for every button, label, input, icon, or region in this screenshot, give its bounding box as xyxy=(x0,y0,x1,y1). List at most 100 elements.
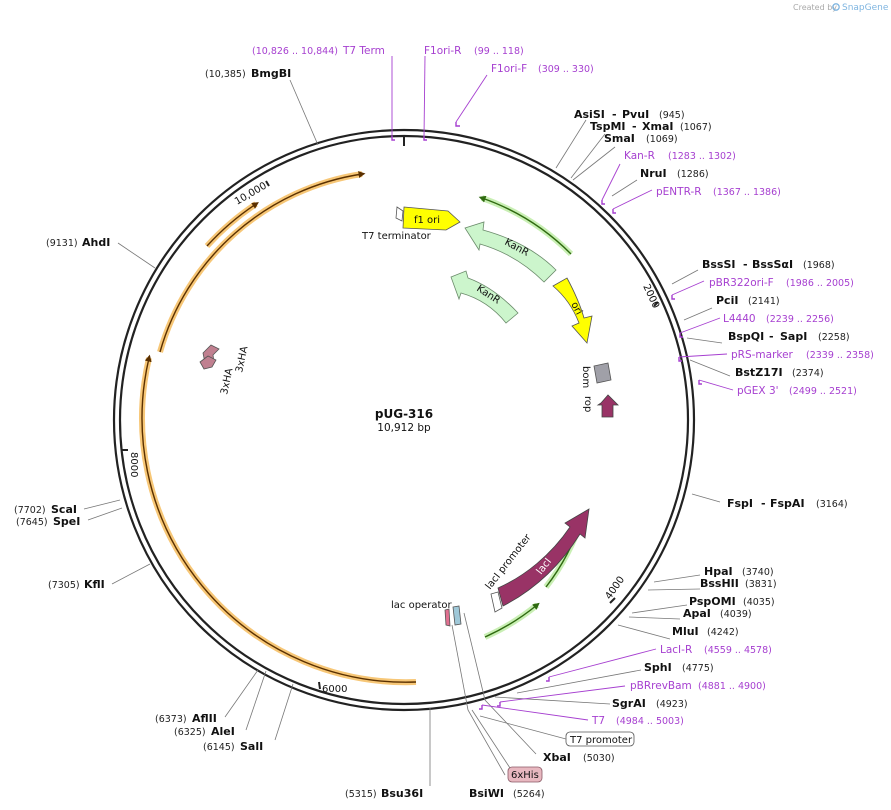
annotation-boxes: T7 promoter 6xHis xyxy=(471,709,635,783)
primer-laci-r[interactable]: LacI-R (4559 .. 4578) xyxy=(660,644,772,656)
primer-pgex3[interactable]: pGEX 3' (2499 .. 2521) xyxy=(737,385,857,397)
primer-pentr-r[interactable]: pENTR-R (1367 .. 1386) xyxy=(656,186,781,198)
enzyme-name: ScaI xyxy=(51,503,77,516)
enzyme-position: (1968) xyxy=(803,260,835,271)
primer-pbrrevbam[interactable]: pBRrevBam (4881 .. 4900) xyxy=(630,680,766,692)
enzyme-bsu36i[interactable]: (5315) Bsu36I xyxy=(345,787,423,800)
primer-position: (4881 .. 4900) xyxy=(698,681,766,692)
primer-position: (2339 .. 2358) xyxy=(806,350,874,361)
primer-position: (4559 .. 4578) xyxy=(704,645,772,656)
primer-kan-r[interactable]: Kan-R (1283 .. 1302) xyxy=(624,150,736,162)
enzyme-sphi[interactable]: SphI (4775) xyxy=(644,661,714,674)
laci-promoter-feature[interactable] xyxy=(490,591,503,613)
enzyme-name: XbaI xyxy=(543,751,571,764)
plasmid-size: 10,912 bp xyxy=(377,422,431,434)
enzyme-name: BstZ17I xyxy=(735,366,783,379)
orf-arc-glow xyxy=(157,171,363,353)
enzyme-nrui[interactable]: NruI (1286) xyxy=(640,167,709,180)
enzyme-name: PciI xyxy=(716,294,738,307)
t7-terminator-label: T7 terminator xyxy=(361,231,432,242)
primer-t7[interactable]: T7 (4984 .. 5003) xyxy=(591,715,684,727)
enzyme-name: HpaI xyxy=(704,565,733,578)
tick-mark xyxy=(265,180,270,187)
enzyme-name: AsiSI xyxy=(574,108,605,121)
enzyme-kfli[interactable]: (7305) KflI xyxy=(48,578,105,591)
enzyme-name-2: SapI xyxy=(780,330,807,343)
tick-label: 2000 xyxy=(640,283,661,311)
enzyme-tspmi-xmai[interactable]: TspMI - XmaI (1067) xyxy=(590,120,712,133)
primer-name: T7 Term xyxy=(342,45,385,57)
rop-feature[interactable] xyxy=(596,394,619,418)
his-tag-label: 6xHis xyxy=(511,770,539,781)
enzyme-pspomi[interactable]: PspOMI (4035) xyxy=(689,595,775,608)
kanr-feature-1[interactable] xyxy=(464,221,557,283)
enzyme-separator: - xyxy=(632,120,637,133)
enzyme-fspi-fspai[interactable]: FspI - FspAI (3164) xyxy=(727,497,848,510)
enzyme-name: SpeI xyxy=(53,515,80,528)
enzyme-name-2: BssSαI xyxy=(752,258,793,271)
enzyme-smai[interactable]: SmaI (1069) xyxy=(604,132,678,145)
backbone xyxy=(112,128,696,712)
enzyme-apai[interactable]: ApaI (4039) xyxy=(683,607,752,620)
primer-name: T7 xyxy=(591,715,605,727)
primer-name: pRS-marker xyxy=(731,349,794,361)
enzyme-sali[interactable]: (6145) SalI xyxy=(203,740,263,753)
kanr-orf-arc xyxy=(478,195,572,255)
f1-ori-feature[interactable] xyxy=(402,206,461,231)
features: f1 ori T7 terminator KanR KanR ori bom r… xyxy=(199,206,619,627)
enzyme-name: AleI xyxy=(211,725,235,738)
enzyme-pcii[interactable]: PciI (2141) xyxy=(716,294,780,307)
tick-label: 8000 xyxy=(128,452,139,477)
plasmid-name: pUG-316 xyxy=(375,407,433,421)
primer-name: F1ori-R xyxy=(424,45,461,57)
primer-name: LacI-R xyxy=(660,644,692,656)
primer-name: pBRrevBam xyxy=(630,680,692,692)
enzyme-bstz17i[interactable]: BstZ17I (2374) xyxy=(735,366,824,379)
laci-feature[interactable] xyxy=(497,508,590,607)
enzyme-mlui[interactable]: MluI (4242) xyxy=(672,625,739,638)
enzyme-hpai[interactable]: HpaI (3740) xyxy=(704,565,774,578)
enzyme-position: (2374) xyxy=(792,368,824,379)
enzyme-spei[interactable]: (7645) SpeI xyxy=(16,515,80,528)
primer-name: L4440 xyxy=(723,313,756,325)
his-tag-box[interactable] xyxy=(507,766,543,783)
primer-f1ori-f[interactable]: F1ori-F (309 .. 330) xyxy=(491,63,594,75)
enzyme-alei[interactable]: (6325) AleI xyxy=(174,725,235,738)
enzyme-position: (3164) xyxy=(816,499,848,510)
t7-terminator-feature[interactable] xyxy=(395,206,404,222)
t7-promoter-label: T7 promoter xyxy=(569,735,633,746)
tick-label: 10,000 xyxy=(233,181,269,208)
enzyme-bmgbi[interactable]: (10,385) BmgBI xyxy=(205,67,291,80)
ori-feature[interactable] xyxy=(552,277,593,344)
enzyme-aflii[interactable]: (6373) AflII xyxy=(155,712,217,725)
enzyme-bspqi-sapi[interactable]: BspQI - SapI (2258) xyxy=(728,330,850,343)
enzyme-ahdi[interactable]: (9131) AhdI xyxy=(46,236,110,249)
t7-promoter-feature[interactable] xyxy=(452,605,462,626)
lac-operator-feature[interactable] xyxy=(444,608,451,627)
primer-position: (1367 .. 1386) xyxy=(713,187,781,198)
primer-f1ori-r[interactable]: F1ori-R (99 .. 118) xyxy=(424,45,524,57)
enzyme-xbai[interactable]: XbaI (5030) xyxy=(543,751,615,764)
bom-feature[interactable] xyxy=(593,362,612,384)
primer-position: (309 .. 330) xyxy=(538,64,594,75)
enzyme-asisi-pvui[interactable]: AsiSI - PvuI (945) xyxy=(574,108,685,121)
ha-tag-feature-2[interactable] xyxy=(199,355,217,370)
credit-brand: SnapGene xyxy=(842,3,889,13)
enzyme-bsssi-bsssai[interactable]: BssSI - BssSαI (1968) xyxy=(702,258,835,271)
kanr-feature-2[interactable] xyxy=(450,270,519,324)
primer-pbr322ori-f[interactable]: pBR322ori-F (1986 .. 2005) xyxy=(709,277,854,289)
primer-l4440[interactable]: L4440 (2239 .. 2256) xyxy=(723,313,834,325)
enzyme-sgrai[interactable]: SgrAI (4923) xyxy=(612,697,688,710)
enzyme-name: PspOMI xyxy=(689,595,736,608)
enzyme-bsshii[interactable]: BssHII (3831) xyxy=(700,577,777,590)
enzyme-bsiwi[interactable]: BsiWI (5264) xyxy=(469,787,545,800)
primer-t7-term[interactable]: (10,826 .. 10,844) T7 Term xyxy=(252,45,385,57)
f1-ori-label: f1 ori xyxy=(414,215,440,226)
enzyme-name: TspMI xyxy=(590,120,626,133)
enzyme-position: (4039) xyxy=(720,609,752,620)
enzyme-scai[interactable]: (7702) ScaI xyxy=(14,503,77,516)
primer-prs-marker[interactable]: pRS-marker (2339 .. 2358) xyxy=(731,349,874,361)
enzyme-name: BmgBI xyxy=(251,67,291,80)
rop-label: rop xyxy=(582,396,593,412)
enzyme-name: SphI xyxy=(644,661,672,674)
